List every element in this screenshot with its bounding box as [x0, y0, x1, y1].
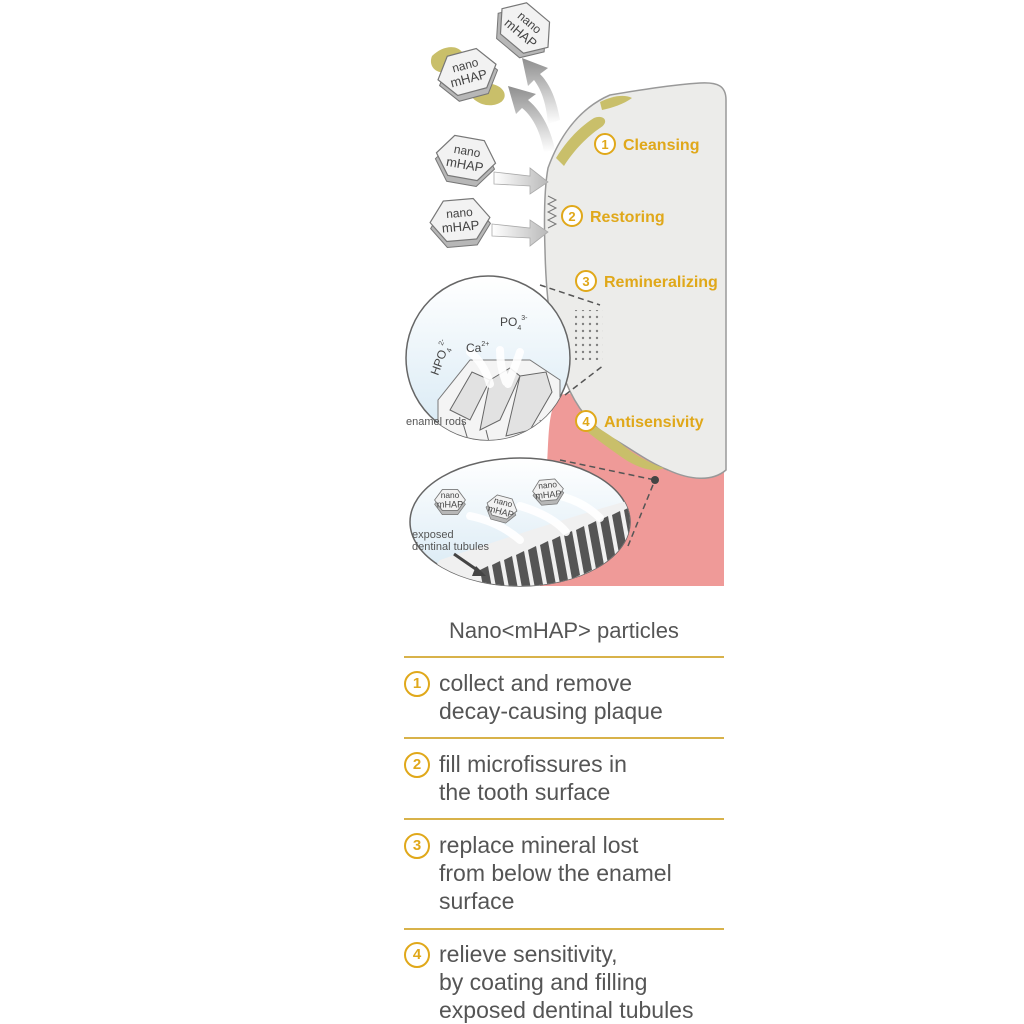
svg-text:1: 1: [601, 137, 608, 152]
legend-item-number: 1: [404, 671, 430, 697]
legend-item-line: replace mineral lost: [439, 831, 739, 859]
enamel-rods-zoom: HPO42- Ca2+ PO43- enamel rods: [406, 276, 570, 450]
legend-divider: [404, 928, 724, 930]
svg-text:2: 2: [568, 209, 575, 224]
remineralization-patch: [575, 310, 603, 360]
legend-item-number: 4: [404, 942, 430, 968]
dentinal-label-line2: dentinal tubules: [412, 541, 490, 553]
particle-label-mhap: mHAP: [437, 500, 463, 510]
legend-item-number: 3: [404, 833, 430, 859]
diagram: nanomHAPnanomHAPnanomHAPnanomHAPnanomHAP…: [0, 0, 1024, 600]
legend-item-text: relieve sensitivity,by coating and filli…: [439, 940, 739, 1024]
legend-item-line: the tooth surface: [439, 778, 739, 806]
svg-text:3: 3: [582, 274, 589, 289]
legend-divider: [404, 656, 724, 658]
svg-text:Cleansing: Cleansing: [623, 137, 699, 154]
legend-item-line: surface: [439, 887, 739, 915]
legend-divider: [404, 818, 724, 820]
legend-item-line: collect and remove: [439, 669, 739, 697]
step-label-1: 1 Cleansing: [595, 134, 699, 154]
dentinal-label-line1: exposed: [412, 529, 454, 541]
particle-label-nano: nano: [441, 490, 460, 500]
step-label-2: 2 Restoring: [562, 206, 665, 226]
legend-title: Nano<mHAP> particles: [404, 618, 724, 644]
legend-item-line: relieve sensitivity,: [439, 940, 739, 968]
legend-item-line: from below the enamel: [439, 859, 739, 887]
svg-text:Restoring: Restoring: [590, 209, 665, 226]
svg-text:Remineralizing: Remineralizing: [604, 274, 718, 291]
svg-text:4: 4: [582, 414, 590, 429]
legend-item-line: fill microfissures in: [439, 750, 739, 778]
svg-text:Antisensivity: Antisensivity: [604, 414, 704, 431]
legend-item-number: 2: [404, 752, 430, 778]
legend-divider: [404, 737, 724, 739]
restoring-arrows: [492, 168, 548, 246]
legend-item-line: by coating and filling: [439, 968, 739, 996]
zoom-point: [651, 476, 659, 484]
cleansing-arrows: [508, 58, 560, 152]
legend-item-line: decay-causing plaque: [439, 697, 739, 725]
enamel-rods-label: enamel rods: [406, 416, 467, 428]
legend-item-line: exposed dentinal tubules: [439, 996, 739, 1024]
